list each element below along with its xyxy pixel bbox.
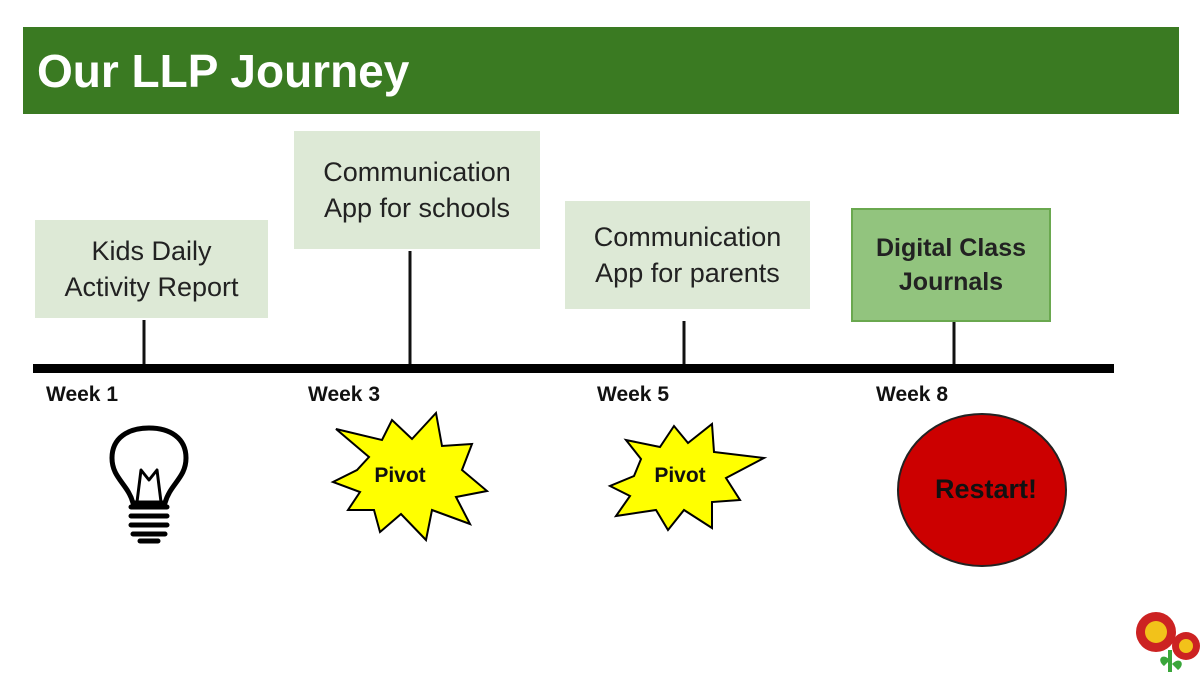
milestone-label-line: Communication [323,157,511,187]
lightbulb-icon [109,425,189,544]
milestone-label-line: Communication [593,222,782,252]
slide-title: Our LLP Journey [37,45,410,97]
milestone-box-week5 [565,201,810,309]
pivot-starburst-week3 [330,410,490,543]
milestone-label-line: Activity Report [64,272,239,302]
milestone-label-line: Kids Daily [91,236,212,266]
pivot-starburst-week5 [607,422,768,532]
week-label-8: Week 8 [876,383,948,406]
week-label-5: Week 5 [597,383,669,406]
pivot-label-week5: Pivot [654,464,706,487]
milestone-label-line: Digital Class [875,234,1027,262]
sunflower-logo-icon [1136,612,1200,672]
week-label-3: Week 3 [308,383,380,406]
milestone-label-line: App for parents [595,258,780,288]
milestone-box-week8 [851,208,1051,322]
milestone-label-line: Journals [898,268,1004,296]
timeline-axis [33,364,1114,373]
milestone-box-week3 [294,131,540,249]
title-bar: Our LLP Journey [23,27,1179,114]
week-label-1: Week 1 [46,383,118,406]
pivot-label-week3: Pivot [374,464,426,487]
milestone-label-line: App for schools [323,193,511,223]
restart-circle [897,413,1067,567]
milestone-box-week1 [35,220,268,318]
restart-label: Restart! [934,474,1038,504]
